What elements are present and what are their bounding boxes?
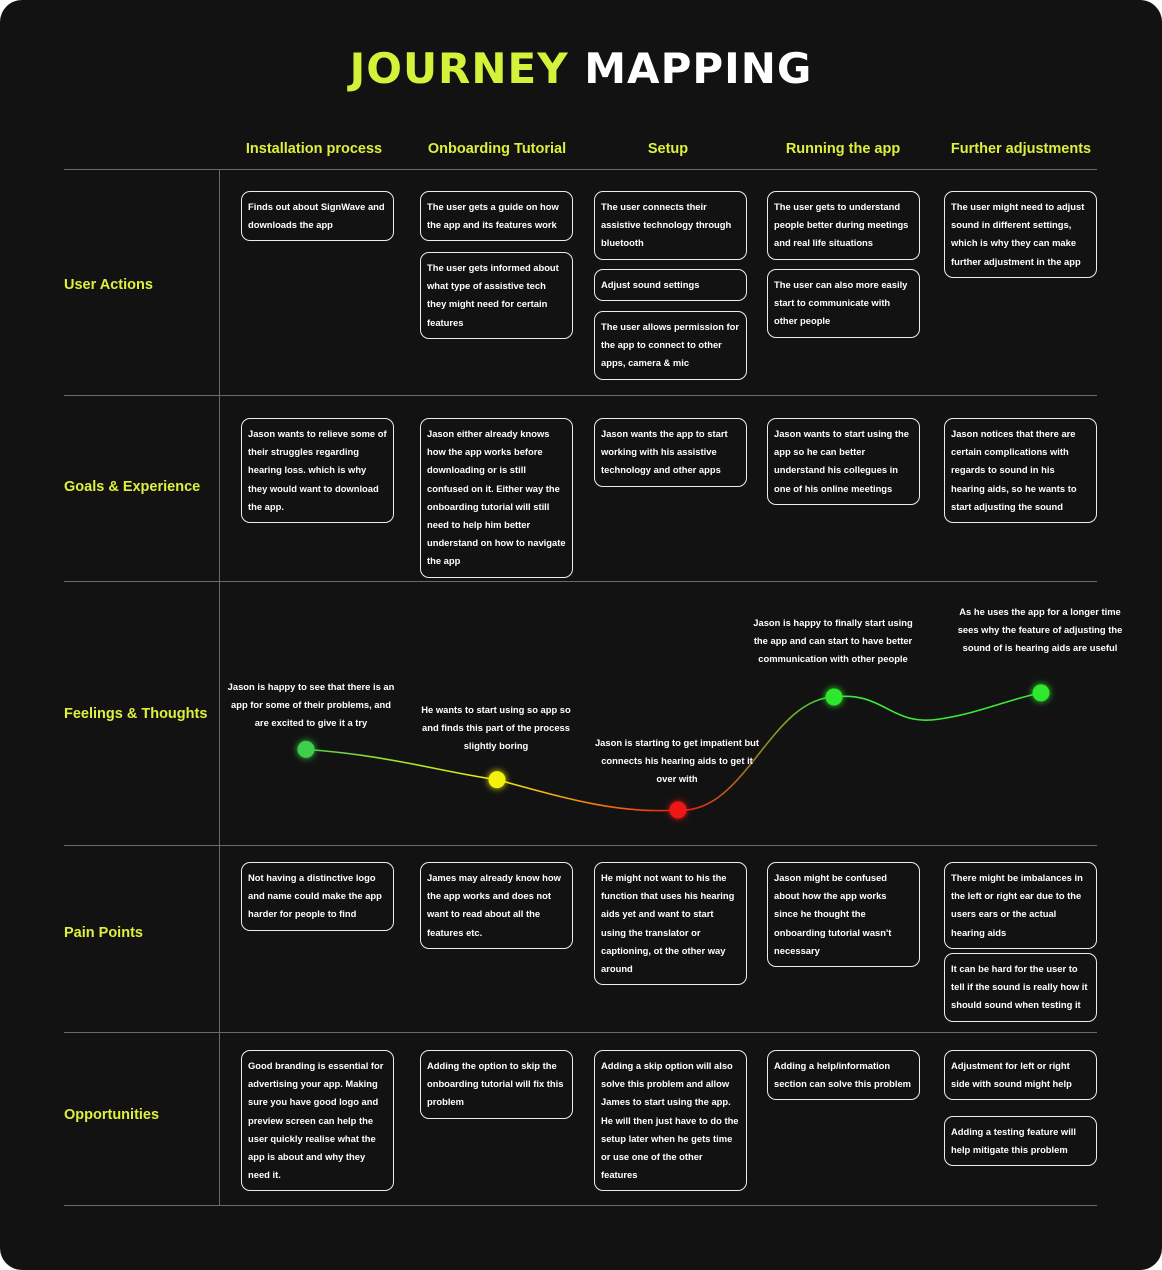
feeling-text: Jason is starting to get impatient but c… <box>594 737 760 785</box>
row-divider <box>64 1205 1097 1206</box>
feeling-text: He wants to start using so app so and fi… <box>421 704 571 752</box>
row-divider <box>64 845 1097 846</box>
user-action-card: Finds out about SignWave and downloads t… <box>241 191 394 242</box>
opportunity-card: Adding a help/information section can so… <box>767 1050 920 1101</box>
emotion-point-4 <box>825 688 843 706</box>
goal-card: Jason either already knows how the app w… <box>420 418 573 578</box>
row-divider <box>64 581 1097 582</box>
pain-point-card: He might not want to his the function th… <box>594 862 747 986</box>
user-action-card: The user might need to adjust sound in d… <box>944 191 1097 278</box>
user-action-card: The user gets a guide on how the app and… <box>420 191 573 242</box>
column-header-running: Running the app <box>785 141 901 157</box>
user-action-card: The user can also more easily start to c… <box>767 269 920 338</box>
user-action-card: The user gets to understand people bette… <box>767 191 920 260</box>
column-header-onboarding: Onboarding Tutorial <box>427 141 567 157</box>
row-divider <box>64 395 1097 396</box>
emotion-point-1 <box>297 740 315 758</box>
feeling-text: Jason is happy to see that there is an a… <box>227 681 395 729</box>
opportunity-card: Adding a skip option will also solve thi… <box>594 1050 747 1192</box>
opportunity-card: Adding the option to skip the onboarding… <box>420 1050 573 1119</box>
pain-point-card: Not having a distinctive logo and name c… <box>241 862 394 931</box>
opportunity-card: Good branding is essential for advertisi… <box>241 1050 394 1192</box>
user-action-card: Adjust sound settings <box>594 269 747 302</box>
title-journey: JOURNEY <box>349 44 569 93</box>
pain-point-card: There might be imbalances in the left or… <box>944 862 1097 949</box>
row-label-user-actions: User Actions <box>64 277 153 293</box>
emotion-point-5 <box>1032 684 1050 702</box>
pain-point-card: It can be hard for the user to tell if t… <box>944 953 1097 1022</box>
user-action-card: The user allows permission for the app t… <box>594 311 747 380</box>
pain-point-card: Jason might be confused about how the ap… <box>767 862 920 968</box>
feeling-text: As he uses the app for a longer time see… <box>957 606 1123 654</box>
emotion-curve-line <box>305 692 1042 812</box>
goal-card: Jason wants to relieve some of their str… <box>241 418 394 524</box>
row-divider <box>64 1032 1097 1033</box>
row-divider <box>64 169 1097 170</box>
column-header-further: Further adjustments <box>950 141 1092 157</box>
row-label-goals: Goals & Experience <box>64 479 201 495</box>
row-label-feelings: Feelings & Thoughts <box>64 706 208 722</box>
emotion-point-2 <box>488 771 506 789</box>
emotion-point-3 <box>669 801 687 819</box>
feeling-text: Jason is happy to finally start using th… <box>753 617 913 665</box>
goal-card: Jason wants the app to start working wit… <box>594 418 747 487</box>
pain-point-card: James may already know how the app works… <box>420 862 573 949</box>
column-header-installation: Installation process <box>245 141 383 157</box>
goal-card: Jason wants to start using the app so he… <box>767 418 920 505</box>
page-title: JOURNEY MAPPING <box>0 44 1162 93</box>
goal-card: Jason notices that there are certain com… <box>944 418 1097 524</box>
row-label-opportunities: Opportunities <box>64 1107 160 1123</box>
label-column-divider <box>219 170 220 1206</box>
user-action-card: The user gets informed about what type o… <box>420 252 573 339</box>
user-action-card: The user connects their assistive techno… <box>594 191 747 260</box>
title-mapping: MAPPING <box>584 44 813 93</box>
opportunity-card: Adjustment for left or right side with s… <box>944 1050 1097 1101</box>
opportunity-card: Adding a testing feature will help mitig… <box>944 1116 1097 1167</box>
row-label-pain-points: Pain Points <box>64 925 143 941</box>
column-header-setup: Setup <box>647 141 689 157</box>
